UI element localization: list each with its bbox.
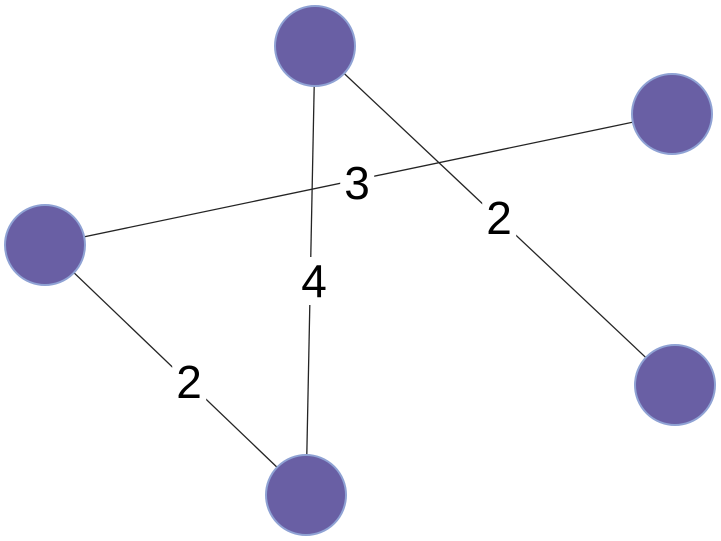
edge-weight-label: 2 bbox=[482, 194, 516, 242]
edge-weight-label: 3 bbox=[340, 159, 374, 207]
edge-weight-label: 2 bbox=[172, 358, 206, 406]
graph-node-top-right bbox=[631, 73, 713, 155]
graph-node-top-center bbox=[274, 5, 356, 87]
graph-node-bottom-center bbox=[265, 454, 347, 536]
edge-weight-label: 4 bbox=[297, 257, 331, 305]
graph-node-bottom-right bbox=[634, 344, 716, 426]
graph-node-left bbox=[4, 204, 86, 286]
